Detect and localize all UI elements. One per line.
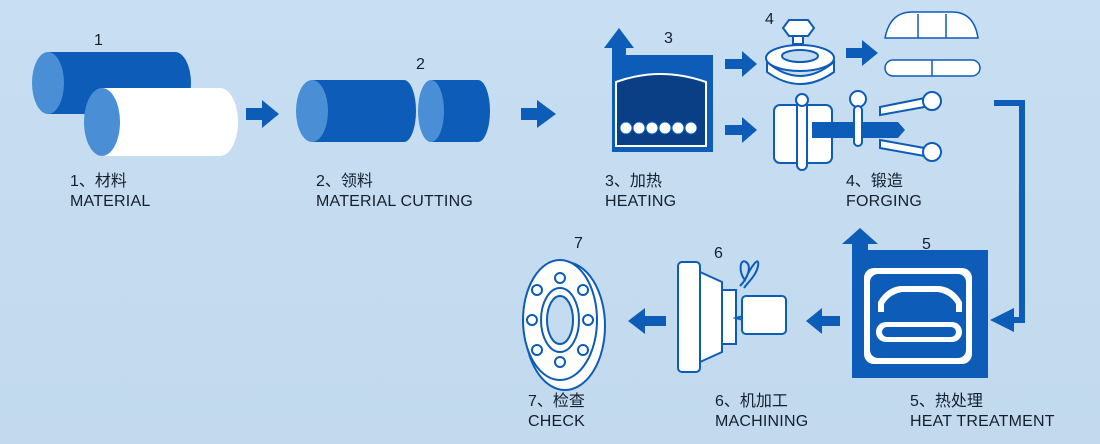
step-4-number: 4 bbox=[765, 11, 774, 28]
step-7-label-en: CHECK bbox=[528, 413, 586, 430]
flow-arrows bbox=[246, 40, 878, 334]
step-7-label-cn: 7、检查 bbox=[528, 393, 585, 410]
forged-blank-icon bbox=[884, 11, 981, 77]
step-3-label-en: HEATING bbox=[605, 193, 677, 210]
step-2-label: 2、领料 MATERIAL CUTTING bbox=[316, 172, 473, 212]
step-6-label-cn: 6、机加工 bbox=[715, 393, 788, 410]
arrow-2-to-3 bbox=[521, 100, 556, 128]
step-7-label: 7、检查 CHECK bbox=[528, 392, 585, 432]
step-5-label-cn: 5、热处理 bbox=[910, 393, 983, 410]
step-4-label: 4、锻造 FORGING bbox=[846, 172, 922, 212]
cut-bars-icon bbox=[296, 80, 490, 142]
flange-check-icon bbox=[522, 259, 606, 391]
step-7-number: 7 bbox=[574, 235, 583, 252]
arrow-1-to-2 bbox=[246, 100, 279, 128]
arrow-3-to-4a bbox=[725, 51, 757, 77]
furnace-icon bbox=[604, 28, 713, 152]
arrow-3-to-4b bbox=[725, 117, 757, 143]
step-1-label-cn: 1、材料 bbox=[70, 173, 127, 190]
step-1-number: 1 bbox=[94, 32, 103, 49]
step-6-label: 6、机加工 MACHINING bbox=[715, 392, 808, 432]
step-3-label: 3、加热 HEATING bbox=[605, 172, 676, 212]
step-5-label-en: HEAT TREATMENT bbox=[910, 413, 1055, 430]
forging-press-icon bbox=[765, 19, 942, 171]
step-5-number: 5 bbox=[922, 236, 931, 253]
step-3-label-cn: 3、加热 bbox=[605, 173, 662, 190]
step-1-label: 1、材料 MATERIAL bbox=[70, 172, 150, 212]
step-6-number: 6 bbox=[714, 245, 723, 262]
arrow-5-to-6 bbox=[806, 308, 840, 334]
heat-treatment-furnace-icon bbox=[842, 228, 988, 378]
step-2-number: 2 bbox=[416, 56, 425, 73]
step-3-number: 3 bbox=[664, 30, 673, 47]
step-4-label-cn: 4、锻造 bbox=[846, 173, 903, 190]
arrow-4-to-5-connector bbox=[990, 100, 1025, 332]
step-6-label-en: MACHINING bbox=[715, 413, 809, 430]
step-5-label: 5、热处理 HEAT TREATMENT bbox=[910, 392, 1055, 432]
material-bars-icon bbox=[32, 52, 238, 156]
step-2-label-en: MATERIAL CUTTING bbox=[316, 193, 473, 210]
step-1-label-en: MATERIAL bbox=[70, 193, 151, 210]
lathe-machining-icon bbox=[677, 260, 787, 373]
step-2-label-cn: 2、领料 bbox=[316, 173, 373, 190]
arrow-6-to-7 bbox=[628, 308, 666, 334]
step-4-label-en: FORGING bbox=[846, 193, 923, 210]
arrow-4-press-to-blank bbox=[846, 40, 878, 66]
